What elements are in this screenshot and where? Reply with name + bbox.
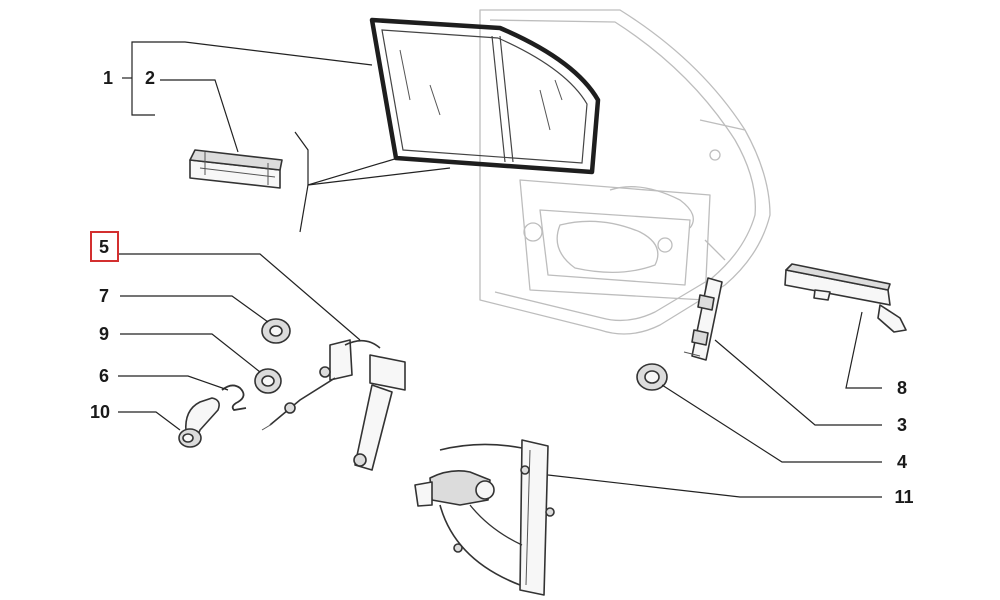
manual-window-regulator [261, 339, 406, 471]
door-shell [479, 9, 771, 335]
callout-9: 9 [99, 324, 109, 344]
leader-lines [118, 41, 882, 498]
callout-6: 6 [99, 366, 109, 386]
callout-labels: 1 2 5 7 9 6 10 8 3 4 11 [90, 68, 914, 507]
window-glass-assembly [369, 17, 601, 175]
trim-handle-strip [784, 263, 907, 333]
window-crank-handle [178, 397, 220, 448]
callout-2: 2 [145, 68, 155, 88]
spring-clip [221, 384, 247, 411]
bush-upper [261, 318, 291, 344]
glass-channel-strip [189, 149, 283, 189]
callout-7: 7 [99, 286, 109, 306]
callout-1: 1 [103, 68, 113, 88]
electric-window-regulator [414, 439, 555, 596]
vertical-guide-rail [683, 277, 723, 361]
callout-4: 4 [897, 452, 907, 472]
callout-5: 5 [99, 237, 109, 257]
part-5-highlight-box [90, 231, 119, 262]
callout-10: 10 [90, 402, 110, 422]
callout-8: 8 [897, 378, 907, 398]
callout-3: 3 [897, 415, 907, 435]
bush-lower [254, 368, 282, 394]
callout-11: 11 [894, 487, 913, 507]
rubber-grommet [636, 363, 668, 391]
